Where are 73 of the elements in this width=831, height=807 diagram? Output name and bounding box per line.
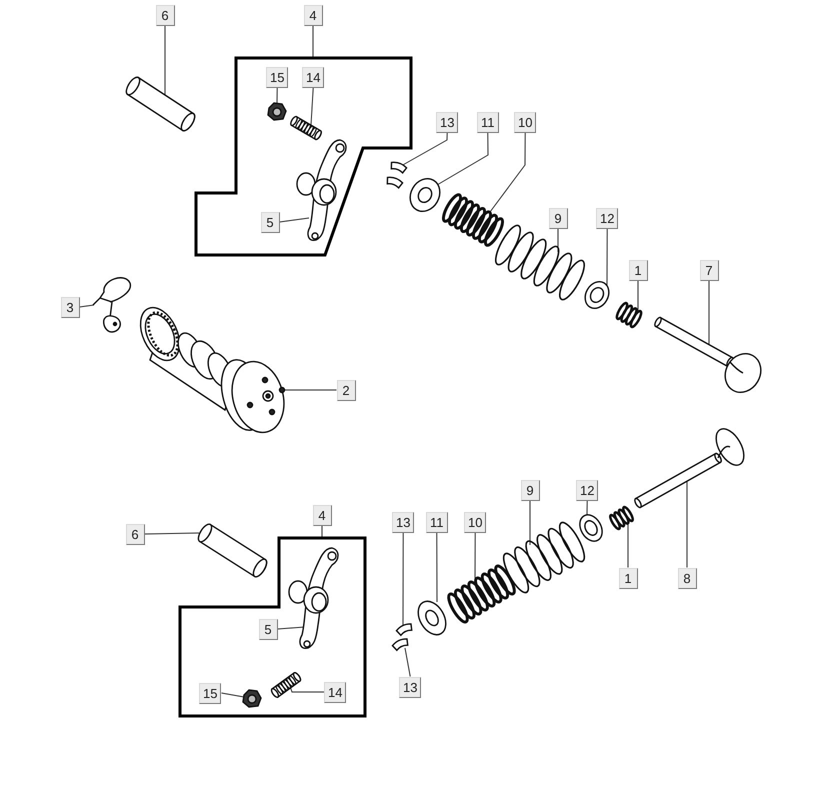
outer-spring-drawing: [502, 522, 586, 594]
callout-number: 4: [304, 4, 322, 26]
rocker-arm-drawing: [288, 547, 339, 649]
inner-spring-drawing: [442, 193, 504, 247]
leader-line: [312, 25, 314, 58]
leader-line: [708, 280, 710, 346]
callout-number: 12: [576, 480, 598, 500]
valve-seal-drawing: [616, 302, 642, 328]
camshaft-drawing: [140, 306, 286, 434]
leader-line: [277, 626, 306, 630]
spring-retainer-drawing: [418, 600, 446, 636]
rocker-arm-drawing: [296, 139, 347, 241]
clip-drawing: [92, 277, 132, 333]
leader-line: [402, 532, 404, 626]
nut-drawing: [242, 689, 262, 708]
spring-seat-drawing: [579, 514, 603, 542]
nut-drawing: [267, 102, 287, 121]
group-outline: [196, 58, 411, 255]
callout-number: 11: [426, 512, 448, 532]
leader-line: [686, 480, 688, 568]
tube-drawing: [198, 524, 268, 578]
group-outline: [180, 538, 365, 716]
callout-number: 6: [126, 524, 144, 544]
leader-line: [290, 686, 324, 692]
callout-number: 6: [156, 4, 174, 26]
callout-number: 11: [477, 112, 498, 132]
valve-cotter-drawing: [386, 162, 408, 189]
callout-number: 10: [464, 512, 486, 532]
callout-number: 1: [628, 260, 648, 280]
valve-seal-drawing: [609, 506, 634, 530]
valve-cotter-drawing: [392, 623, 412, 651]
callout-number: 8: [678, 568, 696, 588]
leader-line: [404, 648, 411, 677]
callout-number: 15: [266, 66, 288, 88]
callout-number: 1: [618, 568, 638, 588]
leader-line: [279, 218, 310, 222]
callout-number: 10: [514, 112, 536, 132]
callout-number: 5: [260, 212, 280, 232]
callout-number: 9: [548, 208, 568, 228]
valve-drawing: [634, 428, 744, 508]
leader-line: [490, 132, 526, 212]
leader-line: [79, 304, 94, 308]
outer-spring-drawing: [494, 224, 586, 300]
valve-drawing: [654, 316, 762, 393]
leader-line: [586, 500, 588, 516]
callout-number: 5: [258, 618, 278, 640]
leader-line: [164, 25, 166, 96]
callout-number: 2: [336, 380, 356, 400]
tube-drawing: [126, 76, 196, 132]
callout-number: 12: [596, 208, 618, 228]
leader-line: [220, 692, 244, 698]
leader-line: [436, 532, 438, 602]
spring-retainer-drawing: [410, 178, 440, 212]
adjusting-screw-drawing: [290, 116, 322, 140]
callout-number: 13: [392, 512, 414, 532]
callout-number: 4: [312, 504, 332, 526]
callout-number: 9: [520, 480, 540, 500]
inner-spring-drawing: [447, 564, 516, 624]
leader-line: [606, 228, 608, 286]
leader-line: [144, 532, 200, 534]
callout-number: 3: [60, 296, 80, 318]
callout-number: 14: [302, 66, 324, 88]
callout-number: 13: [436, 112, 458, 132]
callout-number: 13: [399, 676, 422, 698]
spring-seat-drawing: [584, 281, 610, 309]
callout-number: 14: [324, 682, 346, 702]
adjusting-screw-drawing: [270, 672, 302, 698]
callout-number: 15: [199, 682, 222, 704]
leader-line: [276, 87, 278, 104]
leader-line: [436, 132, 488, 186]
callout-number: 7: [700, 260, 718, 280]
leader-line: [310, 87, 314, 126]
leader-line: [400, 132, 448, 166]
